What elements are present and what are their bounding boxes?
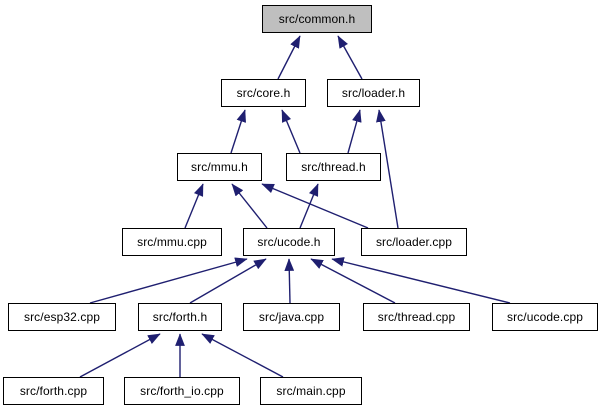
graph-node-common-h[interactable]: src/common.h [262,5,372,33]
graph-edge-ucode-h-to-thread-h [299,183,319,229]
graph-edge-mmu-cpp-to-mmu-h [184,183,204,229]
graph-node-esp32-cpp[interactable]: src/esp32.cpp [8,303,116,331]
graph-node-forth-cpp[interactable]: src/forth.cpp [3,377,104,405]
graph-node-ucode-h[interactable]: src/ucode.h [243,228,335,256]
graph-edge-loader-h-to-common-h [337,35,363,80]
graph-edge-thread-cpp-to-ucode-h [310,258,396,304]
graph-edge-java-cpp-to-ucode-h [284,258,295,304]
graph-node-mmu-h[interactable]: src/mmu.h [177,153,262,181]
graph-node-thread-cpp[interactable]: src/thread.cpp [363,303,470,331]
graph-edge-esp32-cpp-to-ucode-h [89,257,248,304]
graph-node-forth-h[interactable]: src/forth.h [138,303,222,331]
graph-node-core-h[interactable]: src/core.h [221,79,306,107]
graph-edge-main-cpp-to-forth-h [201,333,284,378]
graph-node-loader-h[interactable]: src/loader.h [327,79,420,107]
graph-node-thread-h[interactable]: src/thread.h [286,153,381,181]
graph-edge-core-h-to-common-h [277,35,301,80]
graph-edge-ucode-cpp-to-ucode-h [331,257,511,304]
graph-edge-loader-cpp-to-loader-h [376,109,399,229]
graph-edge-forth-cpp-to-forth-h [79,333,161,378]
graph-edge-thread-h-to-core-h [281,109,301,154]
graph-node-java-cpp[interactable]: src/java.cpp [243,303,340,331]
graph-edge-forth-h-to-ucode-h [189,258,267,304]
graph-edge-loader-cpp-to-mmu-h [261,183,369,229]
graph-edge-thread-h-to-loader-h [347,109,362,154]
graph-node-ucode-cpp[interactable]: src/ucode.cpp [492,303,598,331]
graph-edge-ucode-h-to-mmu-h [231,183,268,229]
graph-node-main-cpp[interactable]: src/main.cpp [260,377,362,405]
graph-node-forth-io-cpp[interactable]: src/forth_io.cpp [124,377,240,405]
graph-node-mmu-cpp[interactable]: src/mmu.cpp [122,228,222,256]
graph-edge-mmu-h-to-core-h [230,109,246,154]
graph-node-loader-cpp[interactable]: src/loader.cpp [361,228,467,256]
